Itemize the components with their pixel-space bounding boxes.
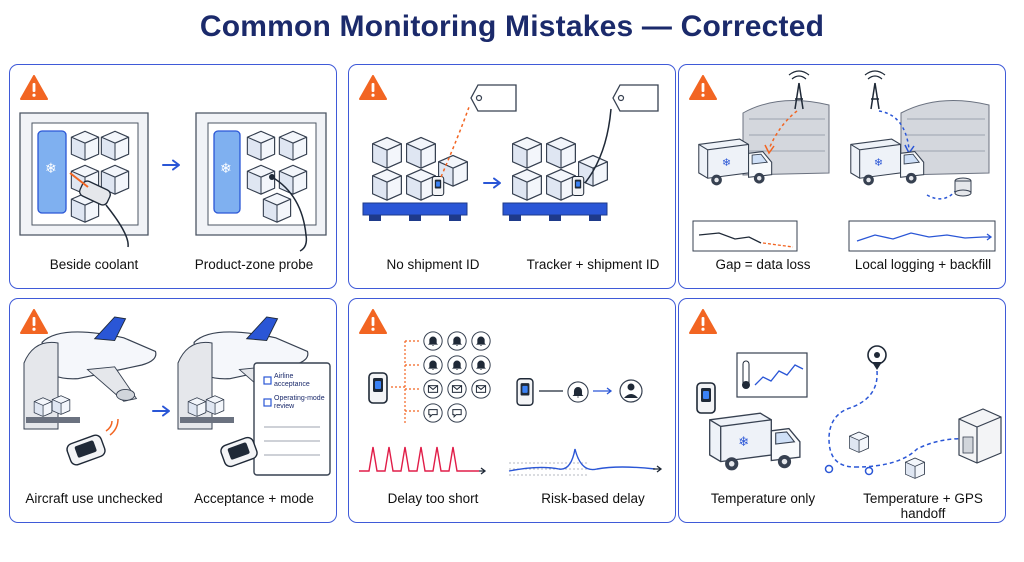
panel-shipment-id: No shipment ID Tracker + shipment ID: [348, 64, 676, 289]
svg-text:❄: ❄: [45, 161, 57, 177]
checklist-item-airline-acceptance: Airline acceptance: [274, 373, 310, 388]
gps-handoff-illustration: [696, 345, 1002, 479]
handoff-box-1-icon: [849, 431, 869, 453]
linked-tag-icon: [584, 84, 659, 184]
checklist-clipboard-icon: [253, 362, 331, 476]
truck-icon: [709, 412, 801, 472]
pallet-left-icon: [362, 136, 468, 221]
caption-left: Delay too short: [387, 491, 479, 506]
panel-backfill: Gap = data loss Local logging + backfill: [678, 64, 1006, 289]
person-icon: [619, 379, 643, 403]
backfill-chart-icon: [848, 220, 996, 252]
cell-tower-right-icon: [864, 70, 915, 155]
warehouse-icon: [958, 408, 1002, 464]
cooler-box-right-icon: ❄: [195, 112, 327, 236]
temperature-chart-icon: [736, 352, 808, 398]
panel-coolant-probe: ❄ ❄ Beside coolant: [9, 64, 337, 289]
shipment-id-illustration: [362, 84, 659, 221]
logger-signal-left-icon: [66, 418, 119, 466]
logger-right-icon: [220, 436, 258, 468]
caption-left: Beside coolant: [49, 257, 139, 272]
product-zone-probe-icon: [269, 174, 308, 252]
single-alert-icon: [567, 381, 589, 403]
alert-grid-icons: [423, 331, 491, 423]
tracker-left-icon: [368, 372, 388, 404]
page-title: Common Monitoring Mistakes — Corrected: [199, 10, 825, 43]
caption-right: Temperature + GPS handoff: [863, 491, 983, 521]
coolant-probe-illustration: ❄ ❄: [19, 112, 327, 252]
aircraft-right-icon: [177, 316, 309, 430]
handoff-box-2-icon: [905, 457, 925, 479]
alarm-delay-illustration: [359, 331, 663, 476]
gap-chart-icon: [692, 220, 798, 252]
tunnel-right-icon: [900, 100, 990, 176]
unlinked-tag-icon: [440, 84, 517, 178]
caption-right: Local logging + backfill: [854, 257, 992, 272]
caption-right: Product-zone probe: [194, 257, 314, 272]
backfill-illustration: [692, 70, 996, 252]
cooler-box-left-icon: ❄: [19, 112, 149, 236]
caption-left: Aircraft use unchecked: [25, 491, 163, 506]
svg-text:❄: ❄: [220, 161, 232, 177]
gps-pin-icon: [867, 345, 887, 370]
aircraft-illustration: [23, 316, 331, 476]
spiky-signal-icon: [359, 446, 487, 475]
caption-right: Acceptance + mode: [194, 491, 314, 506]
aircraft-left-icon: [23, 316, 157, 430]
panel-alarm-delay: Delay too short Risk-based delay: [348, 298, 676, 523]
checklist-item-operating-mode: Operating-mode review: [274, 395, 325, 410]
alert-fanout-lines: [391, 340, 421, 423]
panel-gps-handoff: Temperature only Temperature + GPS hando…: [678, 298, 1006, 523]
smooth-signal-icon: [508, 448, 663, 476]
route-path: [824, 370, 970, 476]
tracker-right-icon: [516, 378, 534, 406]
cell-tower-left-icon: [764, 70, 810, 155]
probe-beside-coolant-icon: [69, 172, 129, 248]
caption-left: Temperature only: [710, 491, 816, 506]
logger-icon: [696, 382, 716, 414]
caption-left: Gap = data loss: [715, 257, 811, 272]
local-storage-icon: [926, 177, 972, 200]
caption-right: Tracker + shipment ID: [526, 257, 660, 272]
pallet-right-icon: [502, 136, 608, 221]
panel-aircraft-acceptance: Airline acceptance Operating-mode review…: [9, 298, 337, 523]
caption-right: Risk-based delay: [541, 491, 645, 506]
caption-left: No shipment ID: [386, 257, 480, 272]
